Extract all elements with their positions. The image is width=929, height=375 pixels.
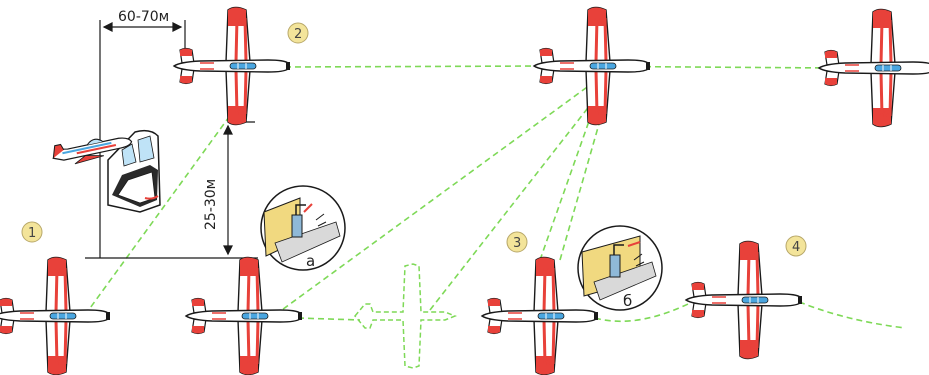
horizontal-gap-label: 60-70м — [118, 9, 169, 25]
aircraft-ghost — [354, 263, 456, 369]
side-view-aircraft — [52, 137, 133, 165]
trail-4 — [789, 297, 906, 329]
svg-text:4: 4 — [792, 240, 800, 255]
vertical-gap-label: 25-30м — [203, 179, 219, 230]
aircraft-wing-2 — [184, 256, 304, 375]
position-marker-3: 3 — [506, 231, 528, 253]
inset-a-label: а — [306, 252, 315, 270]
dimension-horizontal — [99, 20, 186, 258]
level-flight-3 — [594, 297, 701, 323]
inset-b-label: б — [623, 292, 632, 310]
svg-text:2: 2 — [294, 27, 302, 42]
svg-text:1: 1 — [28, 226, 36, 241]
aircraft-lead-2 — [532, 6, 652, 126]
cockpit-view-inset — [107, 129, 161, 213]
svg-text:3: 3 — [513, 236, 521, 251]
wing3-climb — [559, 109, 604, 261]
position-marker-4: 4 — [785, 235, 807, 257]
wing2-climb — [274, 84, 591, 316]
aircraft-wing-1 — [0, 256, 112, 375]
aircraft-wing-4 — [684, 240, 804, 360]
wing1-climb — [84, 94, 246, 316]
wing2-ghost-climb — [429, 94, 599, 311]
aircraft-lead-1 — [172, 6, 292, 126]
position-marker-1: 1 — [21, 221, 43, 243]
inset-a — [260, 185, 346, 271]
inset-b — [577, 225, 663, 311]
aircraft-lead-3 — [817, 8, 929, 128]
position-marker-2: 2 — [287, 22, 309, 44]
level-flight-2 — [297, 317, 361, 321]
